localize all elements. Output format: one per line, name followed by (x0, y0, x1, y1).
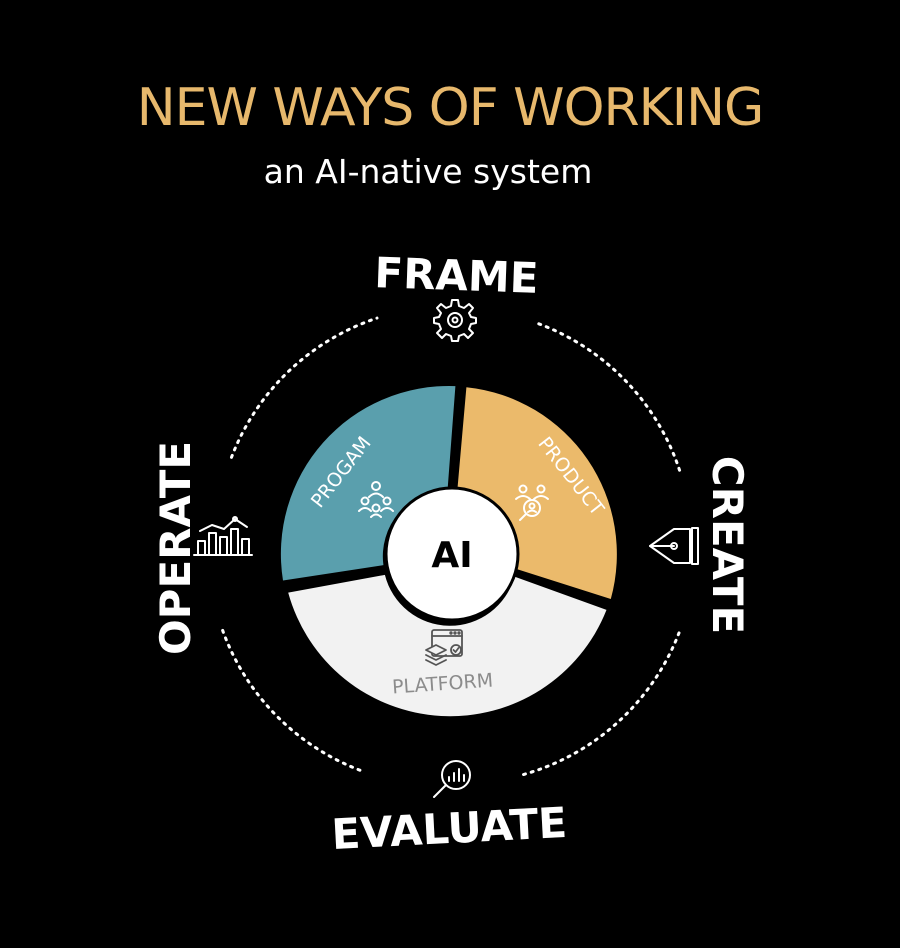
pen-nib-icon (649, 527, 699, 565)
page-subtitle: an AI-native system (263, 152, 593, 191)
arc-frame-create (537, 322, 682, 474)
cycle-label-create: CREATE (703, 456, 752, 634)
cycle-label-operate: OPERATE (151, 441, 200, 655)
gear-icon (433, 299, 477, 342)
dotted-cycle-ring (220, 316, 682, 777)
page-title: NEW WAYS OF WORKING (136, 78, 765, 138)
cycle-label-frame: FRAME (374, 248, 540, 303)
arc-create-evaluate (519, 631, 681, 777)
magnifier-chart-icon (433, 760, 471, 798)
arc-operate-frame (230, 316, 379, 459)
stacked-layers-window-icon (425, 629, 463, 666)
bar-line-chart-icon (193, 516, 253, 556)
ai-hub (384, 486, 520, 622)
segment-program (280, 385, 456, 581)
segment-platform (288, 574, 607, 717)
people-network-icon (358, 481, 394, 518)
cycle-label-evaluate: EVALUATE (330, 798, 568, 859)
user-search-icon (515, 484, 549, 521)
segment-product (457, 387, 617, 599)
arc-evaluate-operate (220, 626, 362, 772)
ai-hub-label: AI (431, 535, 472, 576)
